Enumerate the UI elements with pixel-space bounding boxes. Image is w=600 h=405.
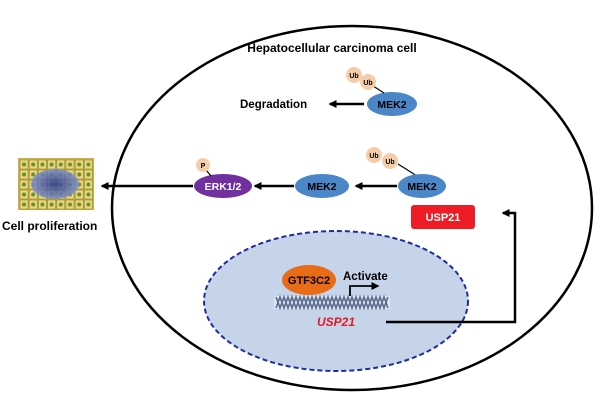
arrow-gene-to-usp21 bbox=[386, 209, 517, 324]
cell-membrane bbox=[110, 24, 594, 392]
mek2-right-node bbox=[398, 174, 446, 198]
dna-helix-icon bbox=[274, 294, 390, 311]
usp21-protein-box bbox=[411, 205, 475, 229]
activate-arrow bbox=[349, 282, 380, 298]
gtf3c2-node bbox=[282, 265, 336, 295]
ub-right-1-label: Ub bbox=[369, 153, 378, 160]
erk-node bbox=[194, 174, 252, 198]
mek2-middle-label: MEK2 bbox=[307, 181, 336, 193]
erk-label: ERK1/2 bbox=[205, 181, 242, 193]
ub-top-1-label: Ub bbox=[349, 73, 358, 80]
mek2-top-label: MEK2 bbox=[377, 99, 406, 111]
phospho-circle bbox=[196, 158, 210, 172]
mek2-right-label: MEK2 bbox=[407, 181, 436, 193]
phospho-link bbox=[205, 169, 212, 177]
mek2-middle-node bbox=[295, 174, 349, 198]
activate-label: Activate bbox=[343, 271, 388, 283]
mek2-top-node bbox=[367, 92, 417, 116]
ub-right-1 bbox=[366, 147, 382, 163]
proliferation-cells-icon bbox=[18, 158, 94, 210]
ub-chain-link-right bbox=[397, 163, 418, 177]
gtf3c2-label: GTF3C2 bbox=[288, 275, 330, 287]
ub-top-1 bbox=[346, 67, 362, 83]
ub-right-2-label: Ub bbox=[385, 159, 394, 166]
cell-title: Hepatocellular carcinoma cell bbox=[247, 41, 416, 55]
usp21-protein-label: USP21 bbox=[426, 212, 461, 224]
degradation-label: Degradation bbox=[240, 99, 307, 111]
usp21-gene-label: USP21 bbox=[317, 315, 355, 329]
ub-right-2 bbox=[382, 153, 398, 169]
proliferation-label: Cell proliferation bbox=[2, 219, 97, 233]
ub-top-2-label: Ub bbox=[363, 80, 372, 87]
phospho-label: P bbox=[201, 163, 206, 170]
ub-top-2 bbox=[360, 74, 376, 90]
